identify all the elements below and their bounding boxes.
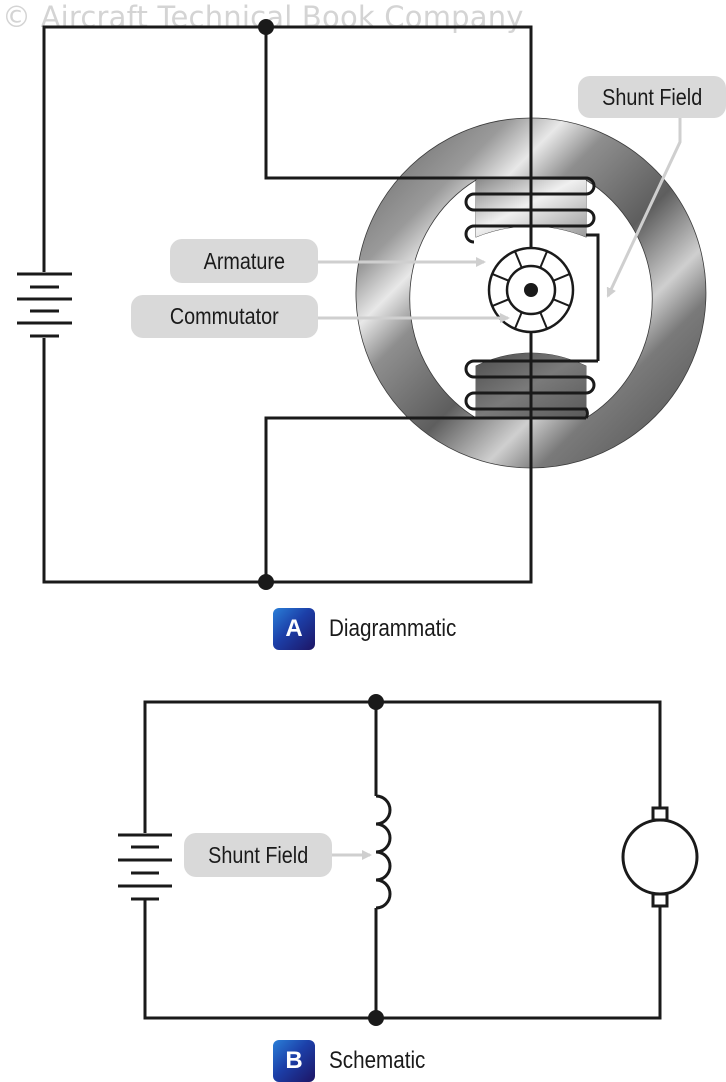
commutator-segment — [539, 311, 548, 330]
shunt-field-label-b: Shunt Field — [184, 833, 332, 877]
wiring-b — [143, 700, 662, 1020]
field-winding-bottom — [464, 359, 598, 419]
armature-label-text: Armature — [203, 247, 285, 274]
caption-b-text: Schematic — [329, 1047, 426, 1074]
battery-a-icon — [17, 272, 72, 338]
shunt-field-label-text: Shunt Field — [601, 83, 703, 110]
caption-a-text: Diagrammatic — [329, 615, 457, 642]
commutator-label-text: Commutator — [170, 303, 279, 329]
caption-a: A Diagrammatic — [273, 608, 477, 650]
commutator-segment — [552, 298, 571, 307]
junction-dot — [258, 574, 274, 590]
motor-symbol-icon — [621, 806, 699, 908]
commutator-segment — [514, 311, 523, 330]
junction-dot — [368, 1010, 384, 1026]
badge-b: B — [273, 1040, 315, 1082]
commutator-segment — [514, 250, 523, 269]
caption-b: B Schematic — [273, 1040, 441, 1082]
shunt-field-label: Shunt Field — [578, 76, 726, 118]
wiring-a — [42, 25, 600, 584]
shaft-icon — [524, 283, 538, 297]
commutator-segment — [552, 273, 571, 282]
commutator-segment — [491, 273, 510, 282]
commutator-segment — [539, 250, 548, 269]
shunt-field-label-b-text: Shunt Field — [207, 841, 309, 868]
shunt-field-coil-icon — [375, 794, 392, 910]
armature-label: Armature — [170, 239, 318, 283]
junction-dot — [258, 19, 274, 35]
badge-a: A — [273, 608, 315, 650]
battery-b-icon — [118, 833, 172, 901]
junction-dot — [368, 694, 384, 710]
shunt-field-arrow — [606, 118, 682, 298]
commutator-label: Commutator — [131, 295, 318, 338]
commutator-segment — [491, 298, 510, 307]
